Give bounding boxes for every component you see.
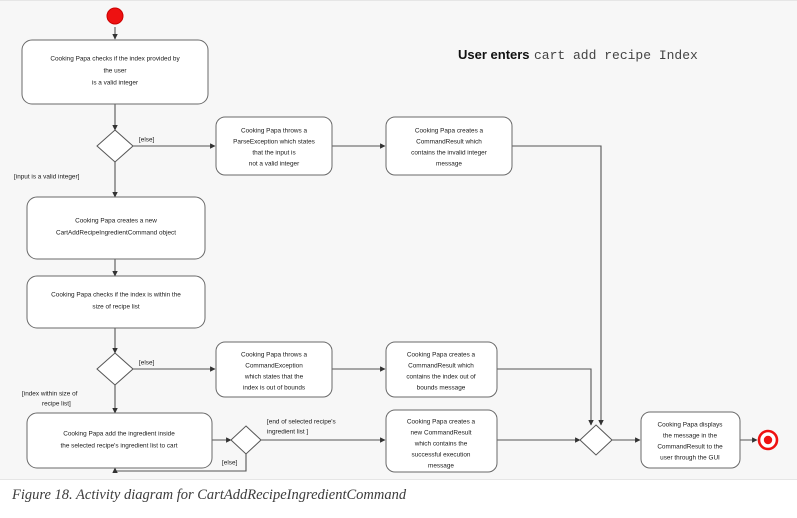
action-create-success-result[interactable]: Cooking Papa creates a new CommandResult…: [385, 409, 498, 473]
node-line: Cooking Papa checks if the index is with…: [51, 292, 181, 299]
node-line: ParseException which states: [233, 139, 315, 146]
guard-end-of-list-line2: ingredient list ]: [267, 429, 308, 436]
node-line: Cooking Papa creates a: [415, 128, 484, 135]
node-line: Cooking Papa checks if the index provide…: [50, 56, 180, 63]
node-line: contains the index out of: [406, 374, 476, 381]
edge-invalid-result-to-merge: [512, 145, 604, 426]
node-line: index is out of bounds: [243, 385, 305, 392]
diagram-title-command: cart add recipe Index: [534, 48, 698, 63]
action-check-valid-integer[interactable]: Cooking Papa checks if the index provide…: [21, 39, 209, 105]
action-add-ingredient-to-cart[interactable]: Cooking Papa add the ingredient inside t…: [26, 412, 213, 469]
edges-layer: [112, 27, 758, 473]
figure-caption: Figure 18. Activity diagram for CartAddR…: [12, 487, 407, 503]
guard-else-loop: [else]: [222, 460, 237, 467]
node-line: Cooking Papa throws a: [241, 352, 308, 359]
diagram-title: User enters cart add recipe Index: [458, 47, 698, 63]
guard-else-integer: [else]: [139, 137, 154, 144]
node-line: user through the GUI: [660, 455, 720, 462]
node-line: which contains the: [414, 441, 468, 448]
decision-valid-integer[interactable]: [96, 129, 134, 163]
node-line: Cooking Papa add the ingredient inside: [63, 431, 175, 438]
node-line: CommandException: [245, 363, 303, 370]
guard-end-of-list: [end of selected recipe's: [267, 419, 336, 426]
decision-index-within-size[interactable]: [96, 352, 134, 386]
edge-decision-end-loop-back: [112, 454, 247, 473]
node-line: CommandResult to the: [657, 444, 723, 451]
activity-diagram-svg: Cooking Papa checks if the index provide…: [14, 7, 779, 473]
node-line: message: [428, 463, 454, 470]
decision-end-of-ingredient-list[interactable]: [230, 425, 262, 455]
action-create-command-object[interactable]: Cooking Papa creates a new CartAddRecipe…: [26, 196, 206, 260]
action-display-message-gui[interactable]: Cooking Papa displays the message in the…: [640, 411, 741, 469]
end-node: [757, 429, 779, 451]
guard-input-valid-integer: [input is a valid integer]: [14, 174, 80, 181]
guard-index-within-size-line2: recipe list]: [42, 401, 71, 408]
node-line: Cooking Papa displays: [657, 422, 722, 429]
action-throw-parse-exception[interactable]: Cooking Papa throws a ParseException whi…: [215, 116, 333, 176]
action-create-out-of-bounds-result[interactable]: Cooking Papa creates a CommandResult whi…: [385, 341, 498, 398]
action-throw-command-exception[interactable]: Cooking Papa throws a CommandException w…: [215, 341, 333, 398]
node-line: the selected recipe's ingredient list to…: [60, 443, 177, 450]
node-line: Cooking Papa creates a new: [75, 218, 157, 225]
guard-else-index: [else]: [139, 360, 154, 367]
node-line: bounds message: [417, 385, 466, 392]
node-line: CommandResult which: [416, 139, 482, 146]
node-line: contains the invalid integer: [411, 150, 488, 157]
node-line: which states that the: [244, 374, 304, 381]
node-line: new CommandResult: [410, 430, 471, 437]
start-node: [106, 7, 124, 25]
node-line: Cooking Papa throws a: [241, 128, 308, 135]
guard-index-within-size: [index within size of: [22, 391, 78, 398]
node-line: Cooking Papa creates a: [407, 419, 476, 426]
node-line: not a valid integer: [249, 161, 300, 168]
action-check-index-within-size[interactable]: Cooking Papa checks if the index is with…: [26, 275, 206, 329]
action-create-invalid-integer-result[interactable]: Cooking Papa creates a CommandResult whi…: [385, 116, 513, 176]
node-line: is a valid integer: [92, 80, 139, 87]
activity-diagram-canvas: Cooking Papa checks if the index provide…: [0, 0, 797, 480]
node-line: message: [436, 161, 462, 168]
node-line: that the input is: [252, 150, 295, 157]
edge-bounds-result-to-merge: [497, 368, 594, 426]
node-line: successful execution: [412, 452, 471, 459]
node-line: Cooking Papa creates a: [407, 352, 476, 359]
node-line: CommandResult which: [408, 363, 474, 370]
merge-node[interactable]: [579, 424, 613, 456]
node-line: CartAddRecipeIngredientCommand object: [56, 230, 176, 237]
diagram-title-prefix: User enters: [458, 47, 530, 62]
node-line: size of recipe list: [92, 304, 139, 311]
node-line: the message in the: [663, 433, 717, 440]
node-line: the user: [103, 68, 127, 75]
